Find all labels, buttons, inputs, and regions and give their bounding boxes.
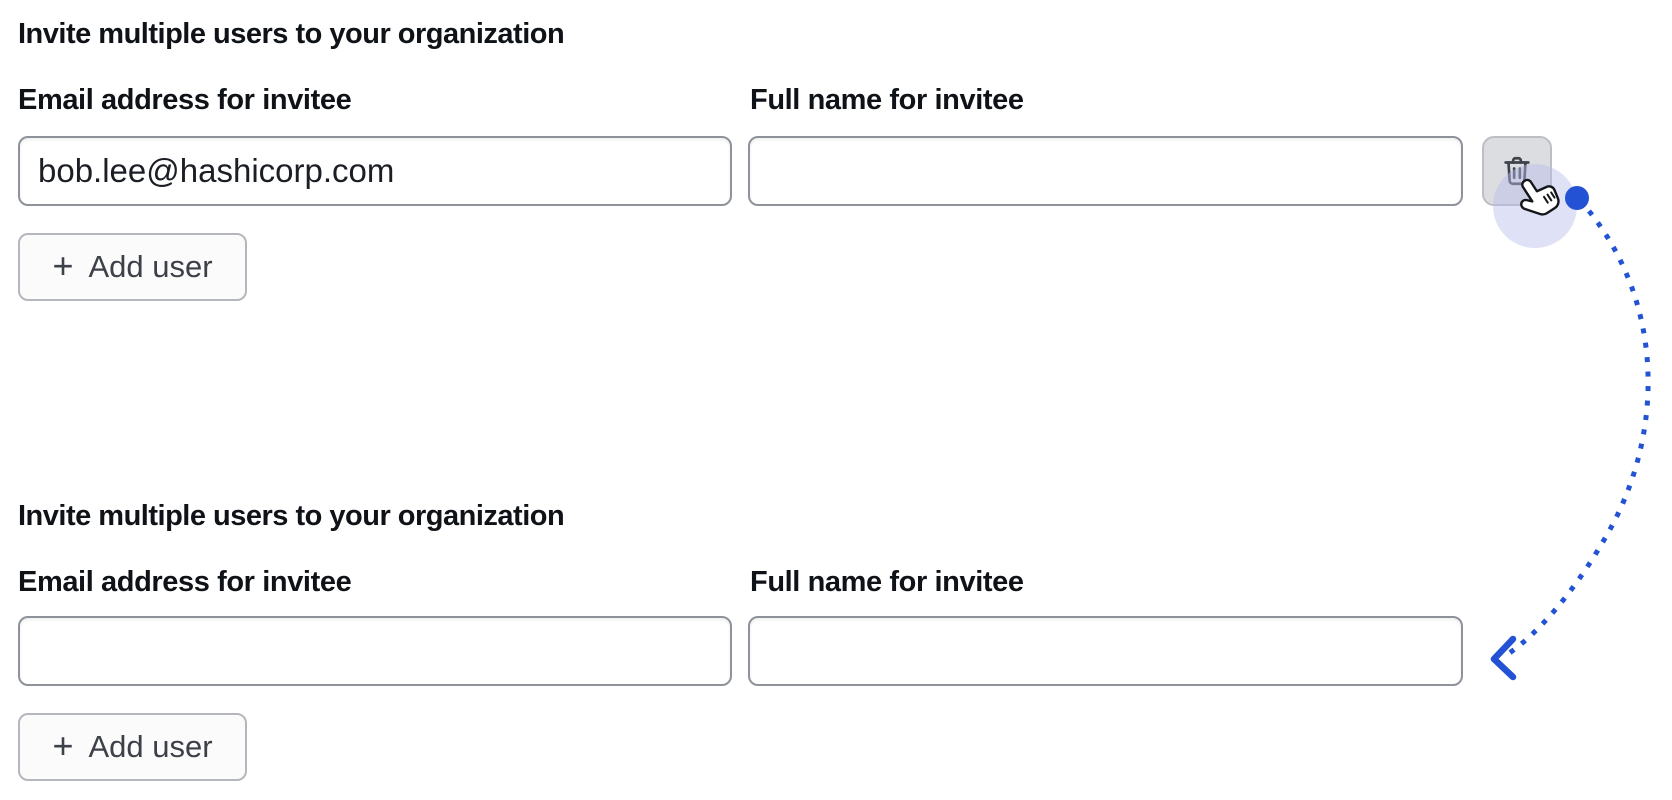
email-input[interactable] (18, 136, 732, 206)
email-label: Email address for invitee (18, 84, 352, 116)
annotation-dot (1565, 186, 1589, 210)
add-user-button[interactable]: + Add user (18, 713, 247, 781)
full-name-input[interactable] (748, 616, 1463, 686)
invite-section-heading: Invite multiple users to your organizati… (18, 500, 565, 532)
add-user-label: Add user (88, 249, 213, 284)
annotation-arrowhead (1490, 635, 1517, 681)
trash-icon (1500, 154, 1534, 188)
invite-section-heading: Invite multiple users to your organizati… (18, 18, 565, 50)
email-input[interactable] (18, 616, 732, 686)
email-label: Email address for invitee (18, 566, 352, 598)
full-name-label: Full name for invitee (750, 84, 1024, 116)
delete-row-button[interactable] (1482, 136, 1552, 206)
add-user-label: Add user (88, 729, 213, 764)
annotation-curve (1506, 209, 1651, 657)
plus-icon: + (52, 724, 74, 766)
plus-icon: + (52, 244, 74, 286)
full-name-label: Full name for invitee (750, 566, 1024, 598)
full-name-input[interactable] (748, 136, 1463, 206)
add-user-button[interactable]: + Add user (18, 233, 247, 301)
